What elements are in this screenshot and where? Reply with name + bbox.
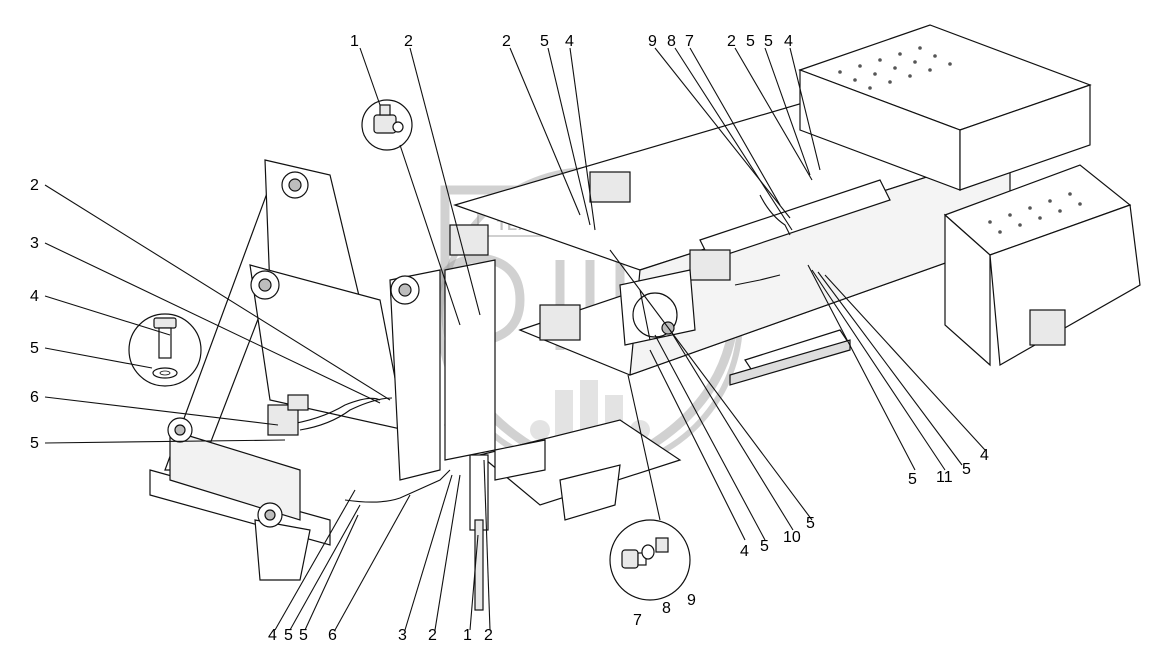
callout: 2 [484, 627, 493, 644]
callout: 9 [687, 592, 696, 609]
detail-fitting-bottom [609, 519, 691, 601]
callouts-right-low: 5 11 5 4 [908, 447, 989, 488]
callouts-top-mid: 2 5 4 [502, 33, 574, 50]
callout: 5 [760, 538, 769, 555]
callout: 7 [685, 33, 694, 50]
callout: 5 [30, 435, 39, 452]
callout: 6 [328, 627, 337, 644]
callout: 9 [648, 33, 657, 50]
callout: 7 [633, 612, 642, 629]
callouts-bottom: 4 5 5 6 3 2 1 2 [268, 627, 493, 644]
callout: 5 [540, 33, 549, 50]
callout: 2 [404, 33, 413, 50]
perforation-grid [838, 46, 1082, 234]
callout: 4 [980, 447, 989, 464]
callout: 8 [662, 600, 671, 617]
callout: 4 [268, 627, 277, 644]
front-frame [149, 159, 489, 611]
callout: 4 [784, 33, 793, 50]
callout: 5 [30, 340, 39, 357]
callout: 2 [30, 177, 39, 194]
callout: 5 [806, 515, 815, 532]
callout: 11 [936, 469, 953, 486]
callout: 2 [502, 33, 511, 50]
leader-lines [44, 47, 986, 631]
callout: 6 [30, 389, 39, 406]
callout: 4 [565, 33, 574, 50]
callout: 10 [783, 529, 801, 546]
callout: 3 [398, 627, 407, 644]
callout: 1 [350, 33, 359, 50]
rear-frame [449, 24, 1141, 521]
callout: 5 [284, 627, 293, 644]
callout: 3 [30, 235, 39, 252]
callout: 5 [908, 471, 917, 488]
callout: 1 [463, 627, 472, 644]
callouts-center-low: 4 5 10 5 [740, 515, 815, 560]
callout: 4 [740, 543, 749, 560]
callout: 2 [727, 33, 736, 50]
callout: 5 [764, 33, 773, 50]
callouts-top-right-b: 2 5 5 4 [727, 33, 793, 50]
detail-bolt-left [128, 313, 202, 387]
callout: 5 [746, 33, 755, 50]
callout: 4 [30, 288, 39, 305]
callout: 2 [428, 627, 437, 644]
callout: 8 [667, 33, 676, 50]
callout: 5 [299, 627, 308, 644]
callout: 5 [962, 461, 971, 478]
callouts-top-right-a: 9 8 7 [648, 33, 694, 50]
detail-fitting-top [361, 99, 413, 151]
callouts-top-left: 1 2 [350, 33, 413, 50]
callouts-detail-bottom: 7 8 9 [633, 592, 696, 629]
callouts-left: 2 3 4 5 6 5 [30, 177, 39, 452]
